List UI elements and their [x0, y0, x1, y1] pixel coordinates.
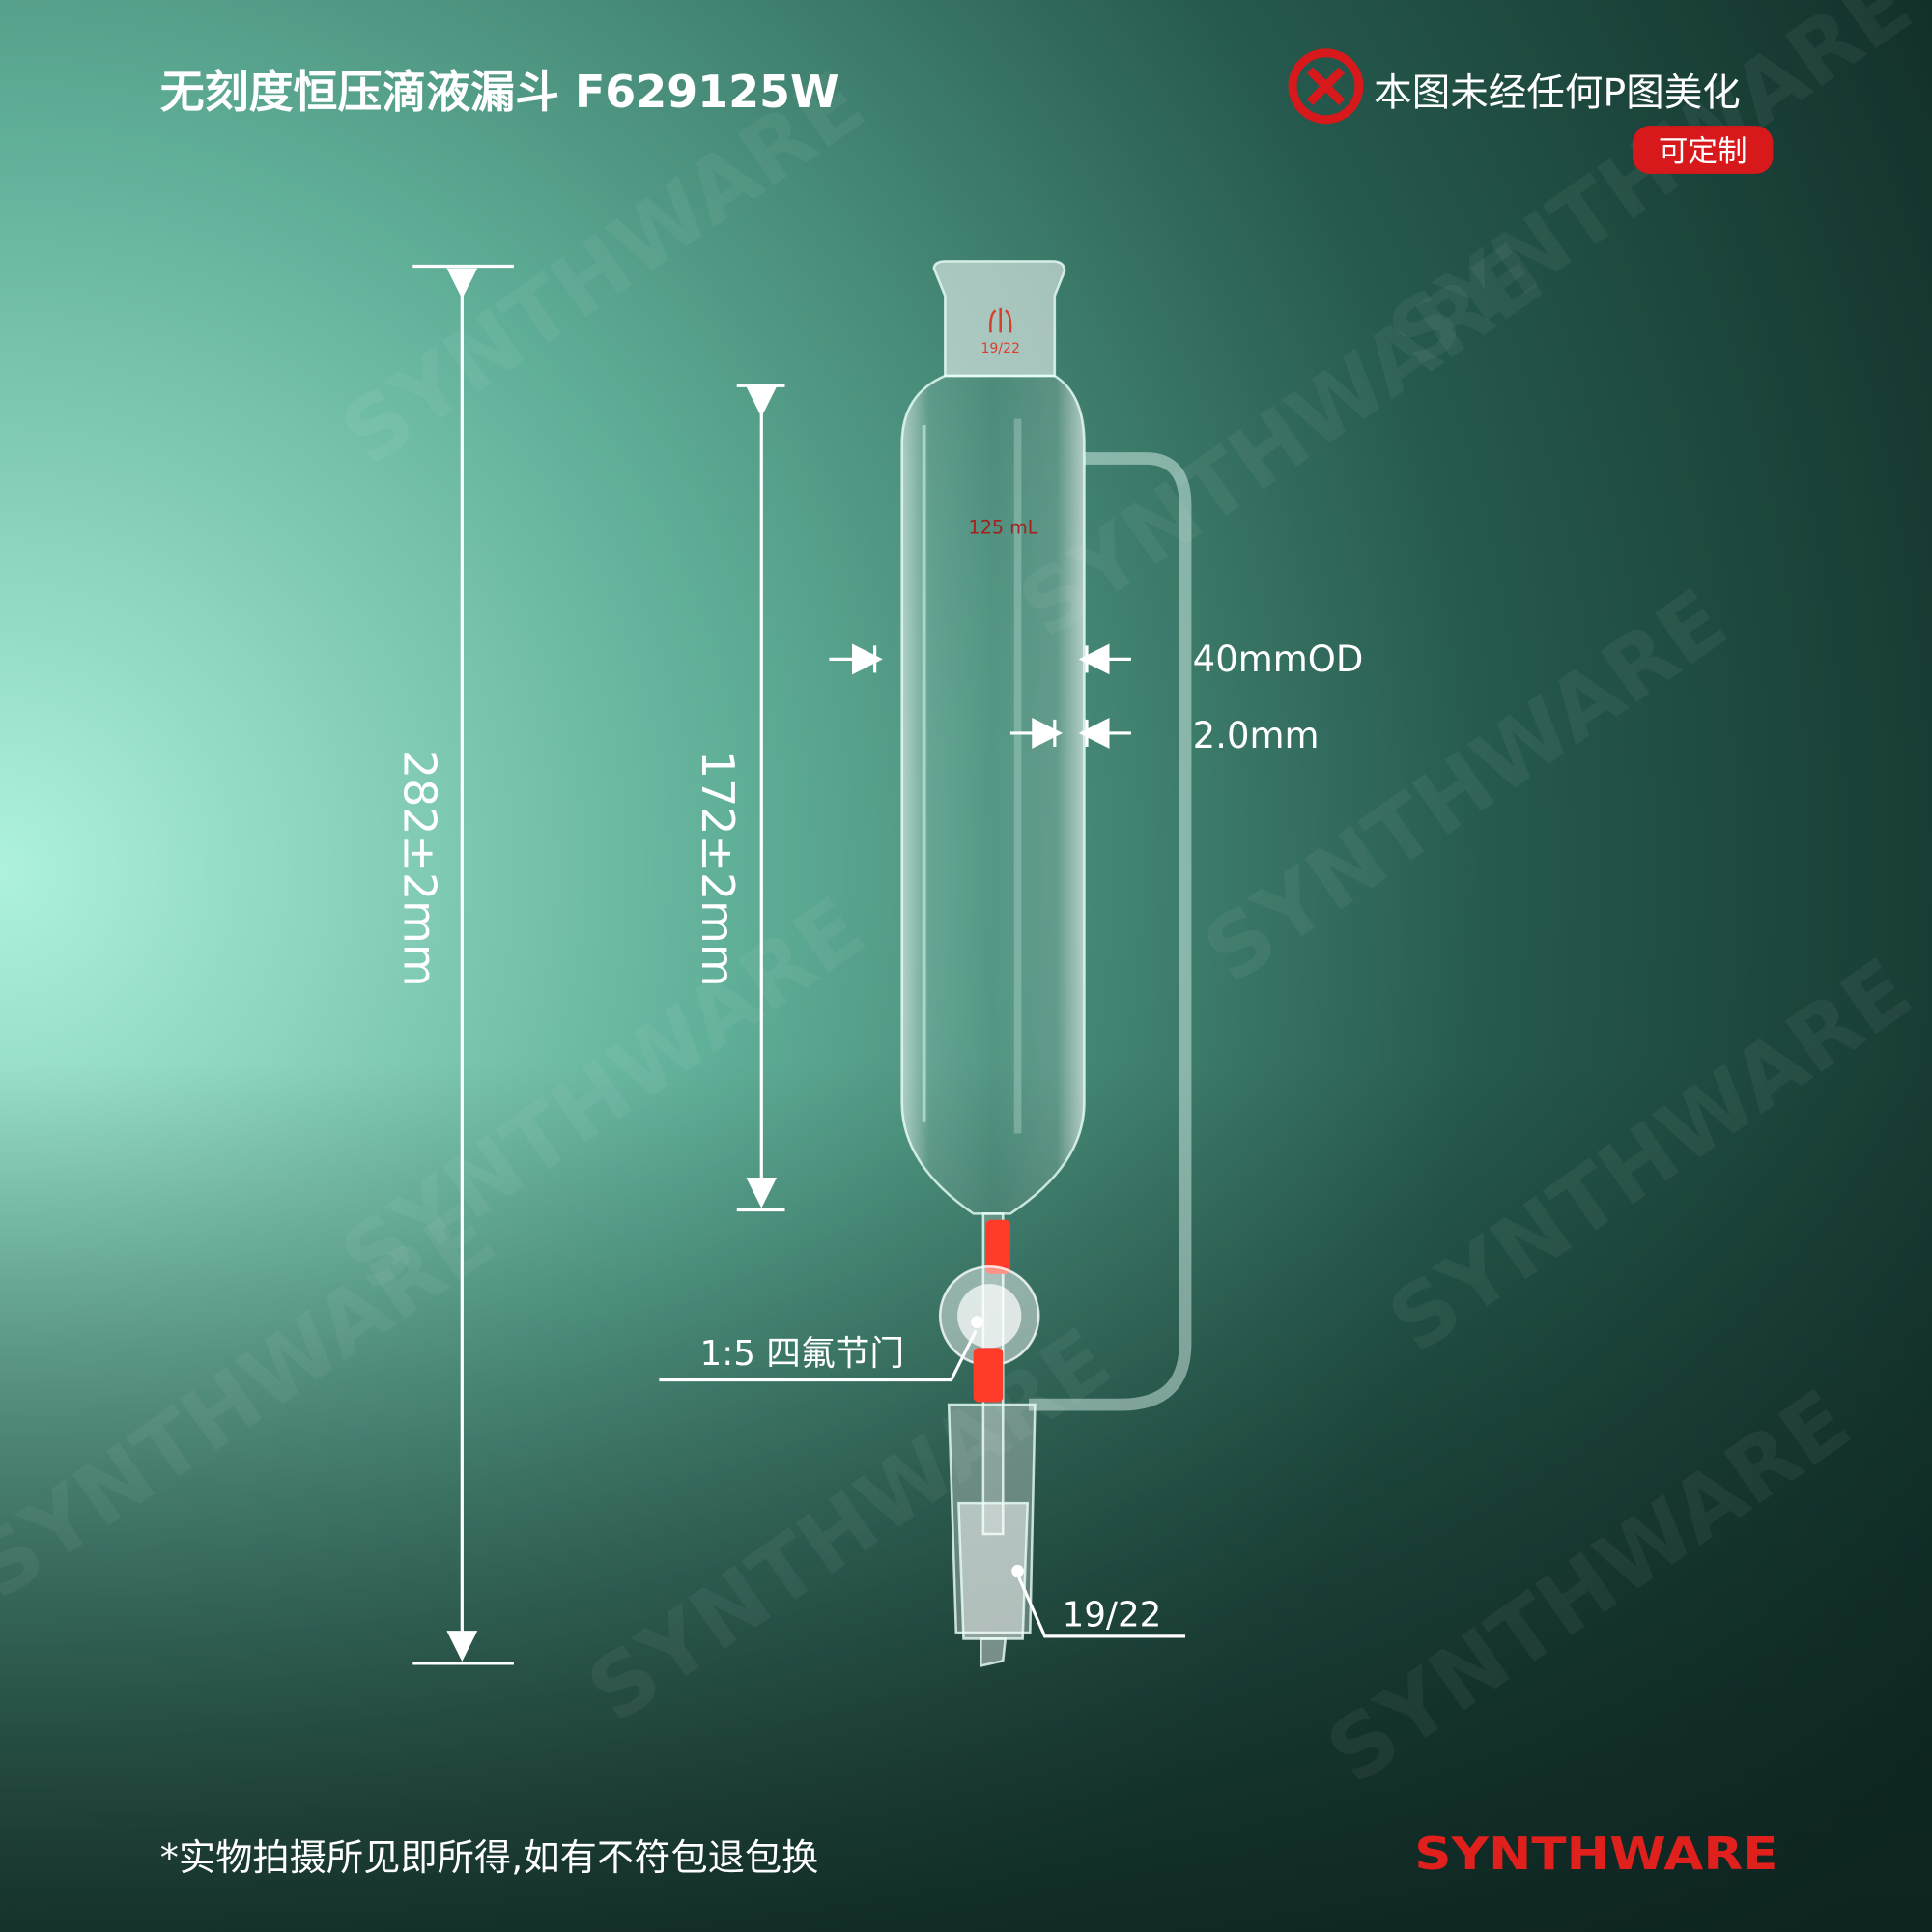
- top-joint-label: 19/22: [981, 341, 1020, 356]
- diameter-arrows: [829, 643, 1131, 749]
- pressure-arm: [1029, 452, 1192, 1411]
- custom-badge: [1633, 126, 1774, 174]
- no-retouch-notice: 本图未经任何P图美化: [1374, 71, 1741, 116]
- total-height-dimension: [412, 264, 514, 1665]
- stopcock-callout-line: [659, 1329, 978, 1382]
- custom-badge-label: 可定制: [1659, 135, 1747, 169]
- ptfe-stopcock: [938, 1219, 1040, 1403]
- page-title: 无刻度恒压滴液漏斗 F629125W: [160, 66, 839, 118]
- stopcock-label: 1:5 四氟节门: [699, 1334, 904, 1374]
- disclaimer: *实物拍摄所见即所得,如有不符包退包换: [160, 1836, 819, 1880]
- top-joint: [932, 260, 1066, 378]
- volume-label: 125 mL: [969, 516, 1038, 538]
- brand-mark-icon: [989, 307, 1012, 333]
- no-retouch-icon: [1288, 48, 1364, 125]
- body-height-label: 172±2mm: [692, 751, 744, 987]
- body-height-dimension: [736, 384, 785, 1212]
- outer-diameter-label: 40mmOD: [1193, 639, 1364, 680]
- total-height-label: 282±2mm: [393, 751, 445, 987]
- joint-callout-line: [1016, 1574, 1186, 1638]
- reservoir: [900, 374, 1086, 1215]
- wall-thickness-label: 2.0mm: [1193, 715, 1320, 756]
- bottom-joint-label: 19/22: [1062, 1596, 1161, 1635]
- brand-logo: SYNTHWARE: [1414, 1828, 1777, 1880]
